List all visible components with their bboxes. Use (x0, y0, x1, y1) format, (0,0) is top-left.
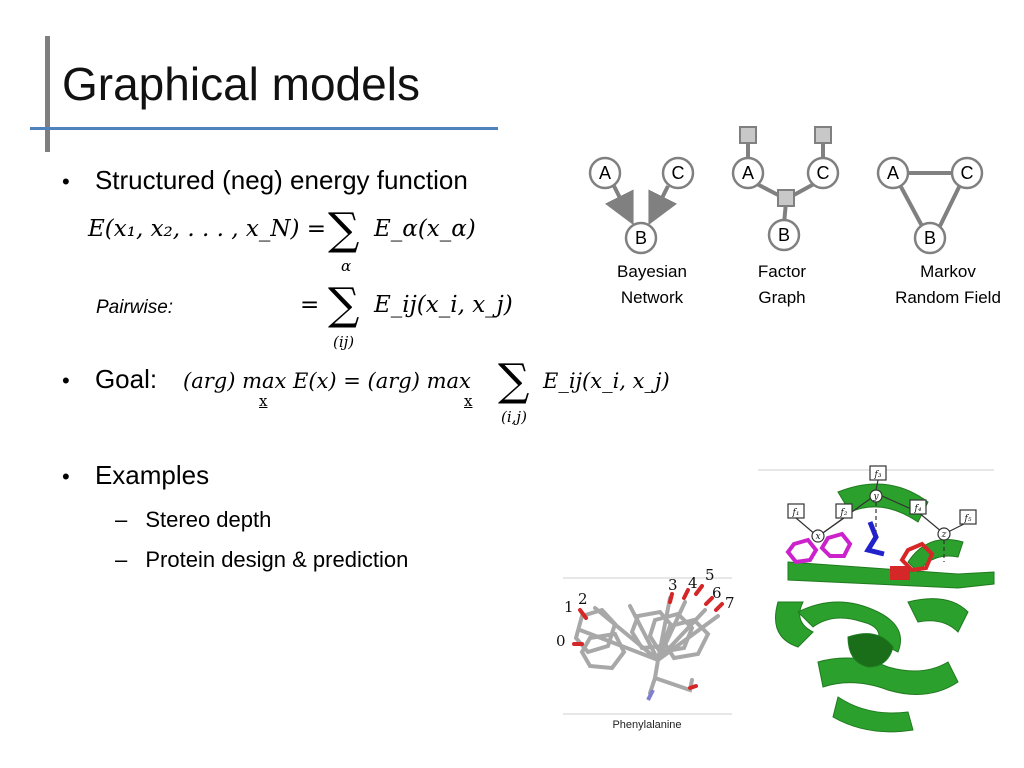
caption-line-1: Bayesian (617, 262, 687, 281)
slide-title: Graphical models (62, 58, 420, 110)
bullet-1: • Structured (neg) energy function (62, 165, 468, 197)
node-b (767, 218, 801, 252)
node-c (950, 156, 984, 190)
node-b-label: B (778, 225, 790, 245)
protein-factor-f5-label: f₅ (964, 514, 972, 524)
factor-c (814, 126, 832, 144)
title-side-bar (45, 36, 50, 152)
protein-variable-y (869, 489, 883, 503)
caption-bayesian-network: Bayesian Network (597, 259, 707, 311)
eq1-lhs: E(x₁, x₂, . . . , x_N) = (88, 216, 327, 242)
rotamer-label-6: 6 (712, 584, 722, 602)
rotamer-label-5: 5 (705, 566, 715, 584)
node-b-label: B (635, 228, 647, 248)
rotamer-label-4: 4 (688, 574, 698, 592)
protein-factor-f4 (909, 499, 927, 515)
markov-random-field-graph: A C B (876, 156, 984, 255)
protein-variable-x (811, 529, 825, 543)
caption-line-2: Network (620, 288, 684, 307)
node-a-label: A (887, 163, 899, 183)
factor-abc (777, 189, 795, 207)
bullet-marker: • (62, 368, 70, 393)
phenylalanine-caption: Phenylalanine (612, 719, 681, 731)
eq2-rhs: E_ij(x_i, x_j) (374, 292, 513, 318)
node-c (806, 156, 840, 190)
node-a (876, 156, 910, 190)
caption-factor-graph: Factor Graph (727, 259, 837, 311)
node-b (624, 221, 658, 255)
dash-marker: – (115, 507, 128, 532)
pairwise-label: Pairwise: (96, 297, 174, 318)
rotamer-label-0: 0 (556, 632, 566, 650)
bullet-marker: • (62, 464, 70, 489)
goal-sum-subscript: (i,j) (501, 408, 527, 426)
node-a (588, 156, 622, 190)
caption-line-2: Graph (758, 288, 806, 307)
graphical-models-diagrams: A C B A C B A C B (588, 126, 984, 255)
goal-max-sub-1: x (259, 392, 268, 410)
node-c-label: C (817, 163, 830, 183)
node-b (913, 221, 947, 255)
protein-variable-x-label: x (815, 532, 820, 542)
factor-a (739, 126, 757, 144)
goal-sum-symbol: ∑ (498, 355, 530, 406)
node-c-label: C (672, 163, 685, 183)
bullet-marker: • (62, 169, 70, 194)
caption-line-2: Random Field (895, 288, 1001, 307)
protein-factor-f4-label: f₄ (914, 504, 922, 514)
rotamer-label-3: 3 (668, 576, 678, 594)
node-a (731, 156, 765, 190)
caption-markov-random-field: Markov Random Field (880, 259, 1016, 311)
node-c (661, 156, 695, 190)
goal-rhs: E_ij(x_i, x_j) (543, 369, 670, 393)
protein-factor-f2-label: f₂ (840, 508, 848, 518)
eq2-sum-symbol: ∑ (328, 279, 360, 330)
protein-factor-f1 (787, 503, 805, 519)
eq1-sum-subscript: α (341, 257, 352, 275)
phenylalanine-figure: 0 1 2 3 4 5 6 7 Phenylalanine (556, 566, 735, 740)
protein-factor-f1-label: f₁ (792, 508, 800, 518)
bullet-3: • Examples (62, 460, 209, 492)
factor-graph: A C B (731, 126, 840, 252)
node-a-label: A (742, 163, 754, 183)
rotamer-label-7: 7 (725, 594, 735, 612)
rotamer-label-2: 2 (578, 590, 588, 608)
protein-factor-f5 (959, 509, 977, 525)
dash-marker: – (115, 547, 128, 572)
eq2-sum-subscript: (ij) (333, 333, 355, 351)
sub-bullet-2-text: Protein design & prediction (145, 547, 409, 572)
energy-equation-lhs: E(x₁, x₂, . . . , x_N) = (88, 216, 326, 242)
eq1-rhs: E_α(x_α) (374, 216, 476, 242)
caption-line-1: Factor (757, 262, 807, 281)
protein-factor-f3 (869, 465, 887, 481)
node-b-label: B (924, 228, 936, 248)
eq2-equals: = (300, 292, 320, 318)
sub-bullet-1: – Stereo depth (115, 506, 271, 534)
phenylalanine-rotamers-image: 0 1 2 3 4 5 6 7 Phenylalanine (556, 566, 735, 731)
protein-variable-y-label: y (872, 492, 879, 502)
protein-variable-z-label: z (941, 530, 947, 540)
bullet-1-text: Structured (neg) energy function (94, 165, 468, 195)
caption-line-1: Markov (920, 262, 976, 281)
title-rule (30, 127, 498, 130)
node-a-label: A (599, 163, 611, 183)
protein-figure: f₁ f₂ f₃ f₄ f₅ x y z (758, 462, 995, 742)
goal-equation-part1: (arg) max E(x) = (arg) max (183, 369, 471, 393)
protein-factor-f2 (835, 503, 853, 519)
sub-bullet-1-text: Stereo depth (145, 507, 272, 532)
bullet-2-text: Goal: (94, 364, 158, 394)
goal-max-sub-2: x (464, 392, 473, 410)
protein-structure-image: f₁ f₂ f₃ f₄ f₅ x y z (758, 465, 995, 733)
protein-variable-z (937, 527, 951, 541)
rotamer-label-1: 1 (564, 598, 574, 616)
bullet-2: • Goal: (62, 364, 157, 396)
node-c-label: C (961, 163, 974, 183)
bayesian-network-graph: A C B (588, 156, 695, 255)
protein-factor-f3-label: f₃ (874, 470, 882, 480)
eq1-sum-symbol: ∑ (328, 204, 360, 255)
sub-bullet-2: – Protein design & prediction (115, 546, 408, 574)
bullet-3-text: Examples (94, 460, 210, 490)
